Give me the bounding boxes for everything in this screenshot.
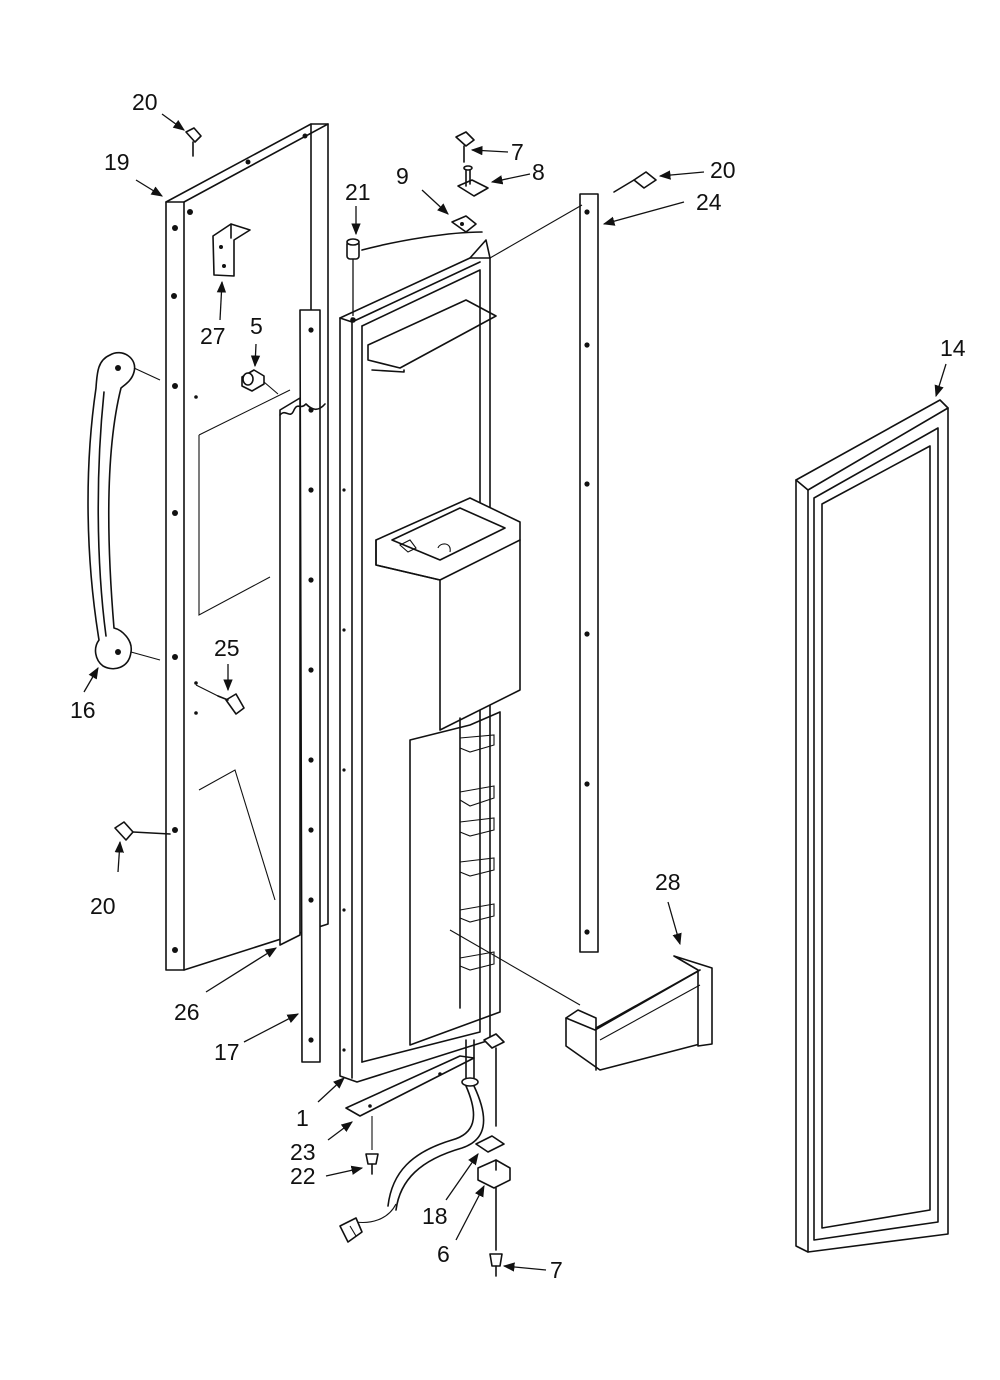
side-strip-17 [299, 309, 321, 1063]
bushing-21 [346, 238, 360, 316]
callout-25: 25 [214, 635, 240, 661]
screw-22 [365, 1153, 379, 1175]
bin-28 [449, 929, 713, 1071]
callout-6: 6 [437, 1241, 450, 1267]
bottom-hinge-assembly [475, 1033, 511, 1277]
callout-22: 22 [290, 1163, 316, 1189]
callout-19: 19 [104, 149, 130, 175]
screw-20-right [613, 171, 657, 193]
screw-20-top-left [185, 127, 202, 157]
callout-5: 5 [250, 313, 263, 339]
gasket-14 [795, 399, 949, 1253]
insulation-26 [279, 397, 326, 946]
callout-23: 23 [290, 1139, 316, 1165]
strip-24 [489, 193, 599, 953]
inner-door-liner-1 [339, 231, 521, 1083]
callout-9: 9 [396, 163, 409, 189]
callout-16: 16 [70, 697, 96, 723]
screw-25 [195, 684, 245, 715]
callout-20-lower-left: 20 [90, 893, 116, 919]
callout-20-top-right: 20 [710, 157, 736, 183]
callout-18: 18 [422, 1203, 448, 1229]
callout-27: 27 [200, 323, 226, 349]
callout-14: 14 [940, 335, 966, 361]
callout-21: 21 [345, 179, 371, 205]
callout-24: 24 [696, 189, 722, 215]
screw-20-lower [114, 821, 171, 841]
bracket-27 [212, 223, 251, 277]
callout-7-bottom: 7 [550, 1257, 563, 1283]
callout-8: 8 [532, 159, 545, 185]
callout-labels: 20 19 27 5 16 25 20 26 17 21 9 7 8 20 24… [70, 89, 966, 1283]
callout-1: 1 [296, 1105, 309, 1131]
callout-17: 17 [214, 1039, 240, 1065]
callout-leaders [83, 113, 947, 1272]
plug-5 [241, 369, 279, 395]
callout-20-top-left: 20 [132, 89, 158, 115]
handle-16 [87, 351, 161, 670]
callout-28: 28 [655, 869, 681, 895]
callout-26: 26 [174, 999, 200, 1025]
callout-7-top: 7 [511, 139, 524, 165]
wire-harness [339, 1039, 485, 1243]
top-hinge-assembly [451, 131, 489, 233]
